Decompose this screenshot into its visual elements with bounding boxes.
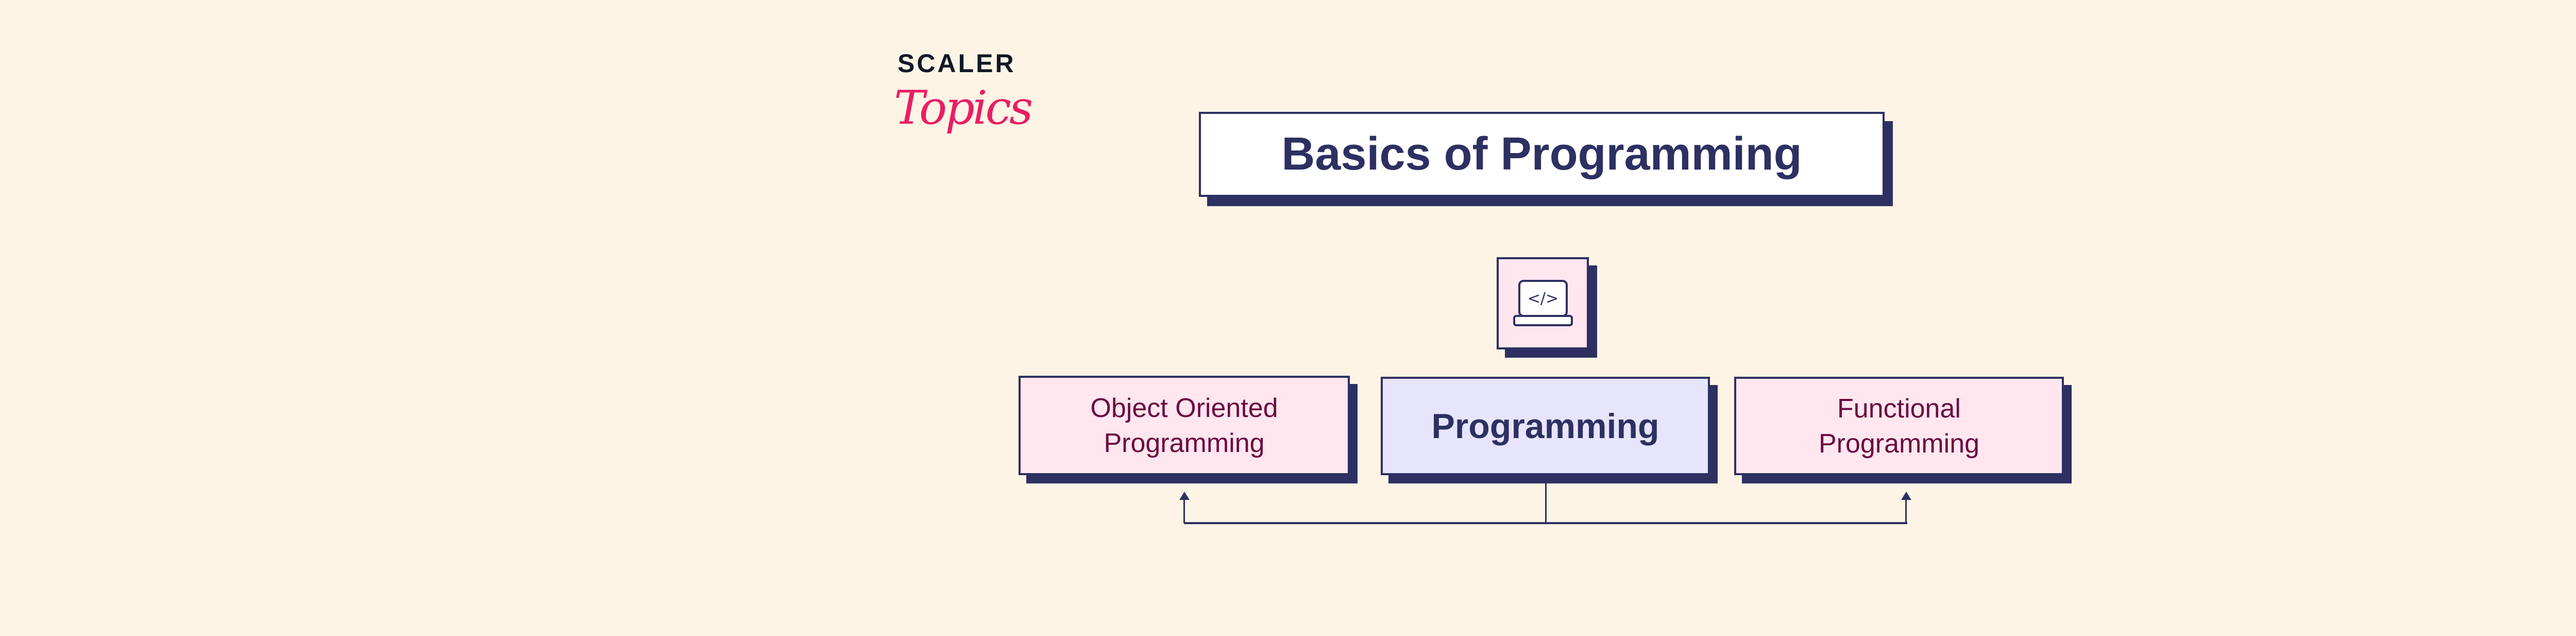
arrow-up-icon: [1901, 492, 1911, 500]
node-object-oriented-programming: Object Oriented Programming: [1019, 376, 1350, 475]
code-glyph: </>: [1527, 290, 1558, 308]
node-functional-programming: Functional Programming: [1734, 377, 2064, 475]
code-laptop-icon: </>: [1513, 279, 1573, 326]
code-icon-box: </>: [1497, 257, 1589, 349]
page-title: Basics of Programming: [1199, 112, 1885, 197]
node-programming: Programming: [1381, 377, 1710, 475]
logo-scaler-text: SCALER: [897, 49, 1016, 78]
connector-horizontal: [1184, 522, 1907, 524]
connector-left: [1183, 495, 1185, 523]
connector-stem: [1545, 483, 1547, 524]
connector-right: [1905, 495, 1907, 523]
logo-topics-text: Topics: [894, 81, 1033, 135]
arrow-up-icon: [1179, 492, 1190, 500]
